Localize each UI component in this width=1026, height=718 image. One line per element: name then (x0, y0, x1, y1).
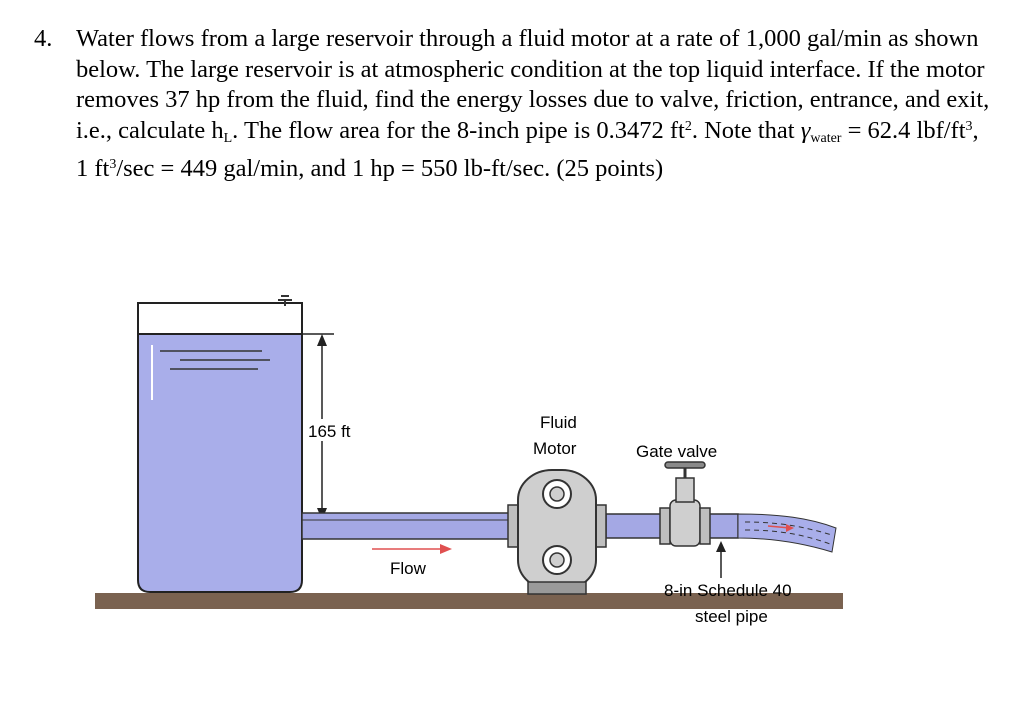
gamma-subscript: water (810, 130, 842, 146)
note-prefix: . Note that (691, 116, 801, 144)
gate-valve-handwheel-icon (664, 461, 706, 469)
gate-valve-bonnet (675, 477, 695, 503)
problem-area-text: . The flow area for the 8-inch pipe is 0… (232, 116, 685, 144)
flow-conversion-a: , 1 ft (76, 116, 979, 183)
flow-arrow-head-icon (440, 544, 452, 554)
gate-valve-flange-right (699, 507, 711, 545)
gate-valve-flange-left (659, 507, 671, 545)
reservoir-water (137, 333, 303, 593)
problem-text: Water flows from a large reservoir throu… (76, 24, 994, 185)
pipe-label-line2: steel pipe (695, 607, 768, 626)
gate-valve-body (669, 499, 701, 547)
height-label-box (304, 419, 362, 441)
flow-conversion-superscript: 3 (109, 157, 117, 172)
area-superscript: 2 (684, 118, 692, 134)
gamma-value: = 62.4 lbf/ft (841, 116, 966, 144)
vent-icon (278, 295, 292, 306)
motor-port-lower-inner (549, 552, 565, 568)
gamma-symbol: γ (800, 116, 811, 144)
valve-label: Gate valve (636, 442, 717, 461)
problem-statement: 4. Water flows from a large reservoir th… (34, 24, 994, 185)
jet-flow-arrow-head-icon (786, 524, 794, 532)
pipe-segment-outlet (705, 513, 739, 539)
motor-label-line2: Motor (533, 439, 577, 458)
pipe-segment-middle (605, 513, 663, 539)
motor-label-line1: Fluid (540, 413, 577, 432)
ground-base (95, 593, 843, 609)
reservoir-lid (137, 302, 303, 335)
height-label: 165 ft (308, 422, 351, 441)
problem-number: 4. (34, 25, 53, 52)
dimension-arrow-up-icon (317, 334, 327, 346)
pipe-segment-inlet (301, 512, 511, 540)
flow-conversion-b: /sec = 449 gal/min, and 1 hp = 550 lb-ft… (116, 155, 664, 182)
gamma-superscript: 3 (965, 118, 973, 134)
problem-intro: Water flows from a large reservoir throu… (76, 25, 990, 144)
flow-label: Flow (390, 559, 427, 578)
jet-streamline (744, 529, 831, 545)
pipe-pointer-arrow-icon (716, 541, 726, 552)
motor-port-upper-inner (549, 486, 565, 502)
fluid-motor-base (527, 581, 587, 595)
outlet-jet (737, 513, 837, 553)
hl-subscript: L (223, 130, 233, 146)
jet-streamline (744, 521, 833, 536)
pipe-label-line1: 8-in Schedule 40 (664, 581, 792, 600)
